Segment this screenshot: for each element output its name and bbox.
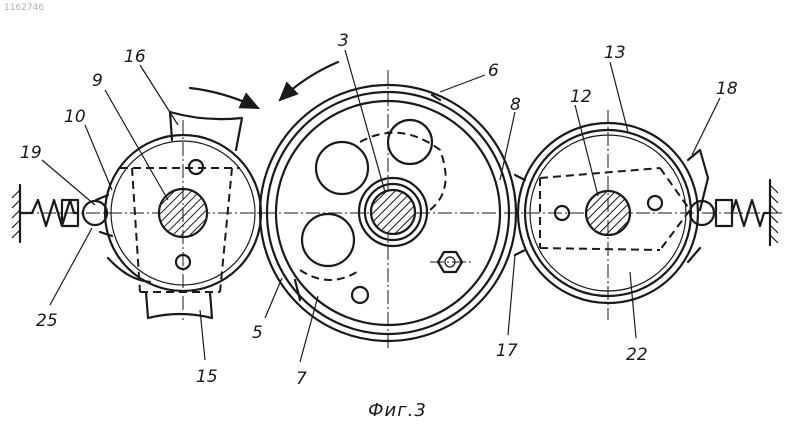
center-disc (260, 70, 516, 350)
label-12: 12 (570, 87, 592, 107)
label-17: 17 (496, 341, 518, 361)
center-shaft (371, 190, 415, 234)
label-7: 7 (296, 369, 307, 389)
label-13: 13 (604, 43, 626, 63)
label-19: 19 (20, 143, 42, 163)
rotation-arrow-left (190, 88, 258, 108)
label-18: 18 (716, 79, 738, 99)
label-6: 6 (488, 61, 499, 81)
label-5: 5 (252, 323, 263, 343)
label-22: 22 (626, 345, 648, 365)
label-15: 15 (196, 367, 218, 387)
left-roller (96, 112, 261, 320)
label-25: 25 (36, 311, 58, 331)
figure-caption: Фиг.3 (368, 400, 427, 421)
label-10: 10 (64, 107, 86, 127)
label-3: 3 (338, 31, 349, 51)
label-8: 8 (510, 95, 521, 115)
label-9: 9 (92, 71, 103, 91)
right-roller (515, 110, 708, 320)
label-16: 16 (124, 47, 146, 67)
document-number: 1162746 (4, 3, 44, 13)
rotation-arrow-center (280, 62, 338, 100)
